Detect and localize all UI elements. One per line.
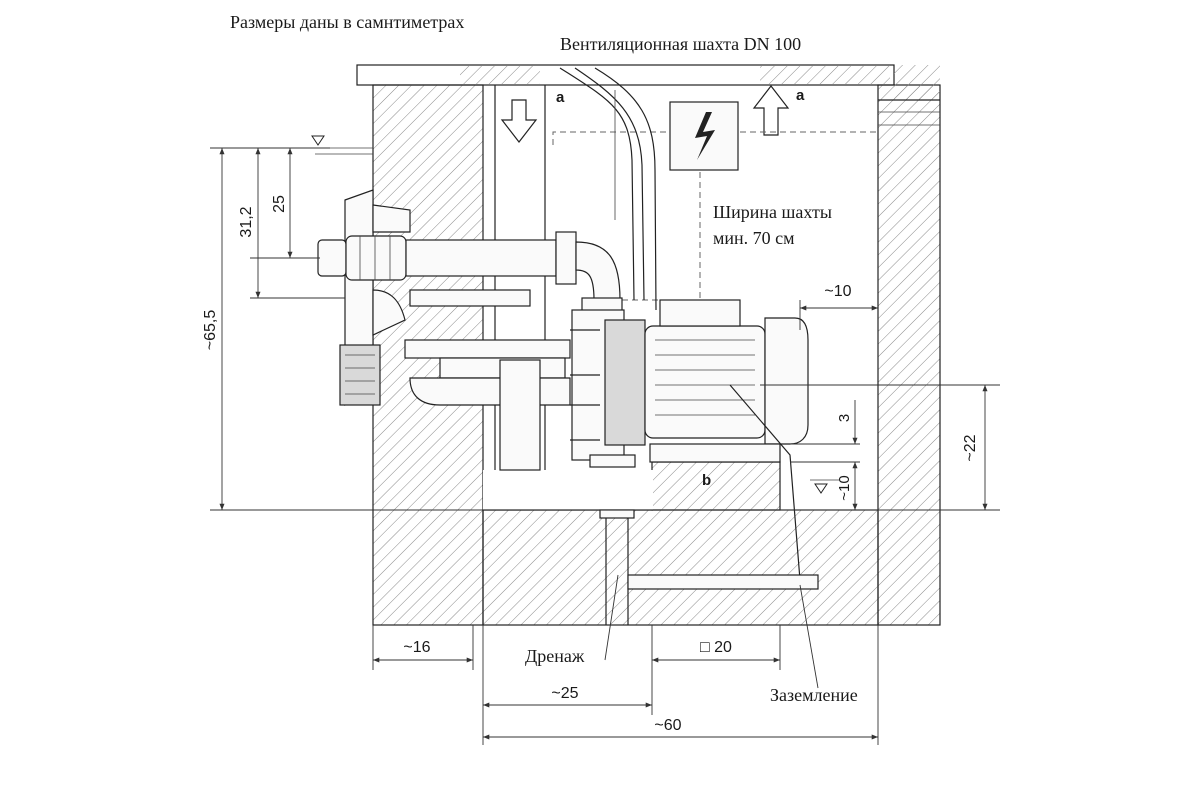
pump-motor — [644, 299, 809, 581]
dim-10-lower: ~10 — [836, 475, 853, 500]
structure — [356, 64, 941, 626]
base-label-b: b — [702, 472, 711, 489]
floor-slab — [482, 509, 879, 626]
air-label-a-right: a — [796, 87, 805, 104]
air-label-a-left: a — [556, 89, 565, 106]
drainage-label: Дренаж — [525, 646, 585, 666]
dim-16: ~16 — [403, 639, 430, 656]
dim-10-right: ~10 — [824, 283, 851, 300]
high-voltage-icon — [695, 112, 715, 160]
dim-22: ~22 — [962, 434, 979, 461]
cables — [559, 67, 657, 311]
units-note: Размеры даны в самнтиметрах — [230, 12, 464, 32]
electrical-box — [669, 101, 739, 171]
right-wall — [877, 84, 941, 626]
dimension-lines — [210, 147, 1000, 745]
shaft-width-label-2: мин. 70 см — [713, 228, 795, 248]
dim-65-5: ~65,5 — [202, 310, 219, 351]
grounding-label: Заземление — [770, 685, 858, 705]
motor-base-b — [651, 461, 781, 511]
vent-shaft: a a — [494, 85, 805, 470]
technical-room-outline — [552, 131, 878, 301]
dim-20: □ 20 — [700, 639, 732, 656]
shaft-width-label-1: Ширина шахты — [713, 202, 832, 222]
vent-shaft-label: Вентиляционная шахта DN 100 — [560, 34, 801, 54]
arrow-down-icon — [500, 99, 538, 143]
jet-unit-front — [317, 189, 411, 406]
pipework — [404, 231, 623, 471]
dim-25-bottom: ~25 — [551, 685, 578, 702]
dim-3: 3 — [836, 414, 853, 422]
dim-60: ~60 — [654, 717, 681, 734]
arrow-up-icon — [752, 85, 790, 136]
dim-25-top: 25 — [271, 195, 288, 213]
water-level-icon — [305, 135, 373, 155]
dim-31-2: 31,2 — [238, 206, 255, 237]
pump-assembly — [570, 309, 646, 468]
